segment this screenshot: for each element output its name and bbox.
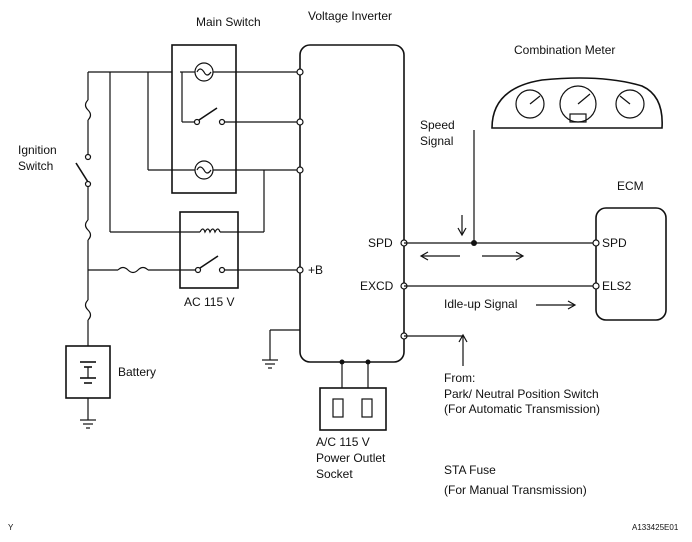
arrow-left-icon [419,251,460,261]
voltage-inverter-box [299,44,405,363]
sta-fuse-label-line1: STA Fuse [444,463,496,477]
fuse-icon [84,219,92,241]
ac-115v-relay [179,211,264,289]
from-label-line2: Park/ Neutral Position Switch [444,387,599,401]
arrow-right-icon [482,251,525,261]
speed-signal-label-line2: Signal [420,134,453,148]
from-label-line1: From: [444,371,475,385]
inverter-spd-terminal: SPD [368,236,393,250]
ac-115v-relay-label: AC 115 V [184,295,234,309]
ignition-switch-label-line2: Switch [18,159,53,173]
battery-icon [65,345,111,399]
outlet-label-line2: Power Outlet [316,451,386,465]
fuse-icon [84,99,92,121]
outlet-label-line1: A/C 115 V [316,435,370,449]
main-switch-label: Main Switch [196,15,261,29]
fuse-icon [84,299,92,321]
inverter-plus-b-terminal: +B [308,263,323,277]
voltage-inverter-label: Voltage Inverter [308,9,392,23]
outlet-label-line3: Socket [316,467,353,481]
ecm-label: ECM [617,179,644,193]
relay-contact-icon [199,255,219,269]
ecm-els2-terminal: ELS2 [602,279,632,293]
corner-mark: Y [8,523,14,532]
idle-up-signal-label: Idle-up Signal [444,297,517,311]
main-switch-contact-icon [198,107,218,121]
ecm-spd-terminal: SPD [602,236,627,250]
ecm-box [595,207,667,321]
battery-label: Battery [118,365,156,379]
arrow-right-icon [536,300,577,310]
inverter-excd-terminal: EXCD [360,279,394,293]
combination-meter-label: Combination Meter [514,43,615,57]
from-label-line3: (For Automatic Transmission) [444,402,600,416]
fuse-icon [117,266,149,274]
sta-fuse-label-line2: (For Manual Transmission) [444,483,587,497]
main-switch [148,44,300,194]
arrow-up-icon [458,333,468,343]
speed-signal-label-line1: Speed [420,118,455,132]
figure-id: A133425E01 [632,523,679,532]
ignition-switch-label-line1: Ignition [18,143,57,157]
coil-icon [199,228,221,234]
arrow-down-icon [457,215,467,237]
ground-icon [80,419,96,429]
combination-meter-icon [491,77,663,129]
ignition-switch-icon [75,162,89,183]
ground-icon [262,359,278,369]
power-outlet-socket [319,387,387,431]
